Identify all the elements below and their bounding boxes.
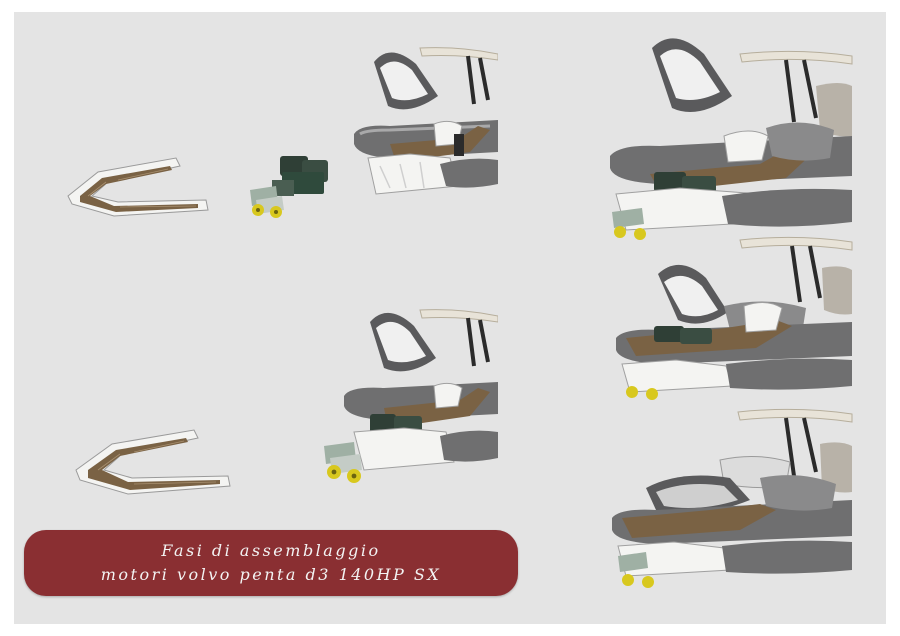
boat-stern-stage-1	[350, 34, 498, 198]
teak-deck-panel-bottom	[66, 426, 238, 504]
boat-stern-stage-4	[606, 226, 854, 402]
boat-stern-stage-3	[590, 26, 854, 242]
title-line-1: Fasi di assemblaggio	[161, 541, 381, 560]
boat-stern-stage-2	[314, 296, 498, 496]
boat-stern-stage-5	[600, 400, 854, 598]
teak-deck-panel-top	[58, 152, 214, 226]
title-banner: Fasi di assemblaggio motori volvo penta …	[24, 530, 518, 596]
assembly-sheet: Fasi di assemblaggio motori volvo penta …	[14, 12, 886, 624]
engine-assembly-top	[242, 150, 334, 224]
title-line-2: motori volvo penta d3 140HP SX	[100, 565, 442, 584]
